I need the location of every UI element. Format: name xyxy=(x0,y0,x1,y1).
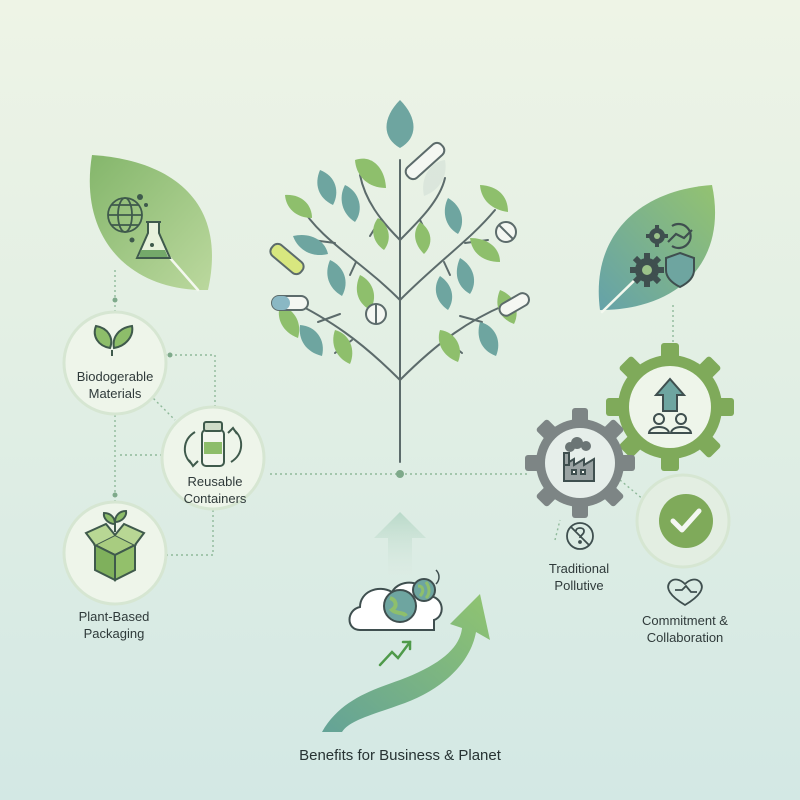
label-line: Pollutive xyxy=(554,578,604,593)
label-line: Materials xyxy=(88,386,142,401)
upload-people-gear-icon xyxy=(606,343,734,471)
label-traditional-pollutive: Traditional Pollutive xyxy=(520,560,638,594)
checkmark-icon xyxy=(635,473,731,569)
left-leaf xyxy=(89,155,212,292)
label-line: Reusable xyxy=(187,474,243,489)
label-line: Plant-Based xyxy=(78,609,150,624)
leaves-icon xyxy=(93,324,134,356)
growth-arrow-icon xyxy=(322,594,490,732)
label-biodegradable-materials: Biodogerable Materials xyxy=(55,368,175,402)
sprout-box-icon xyxy=(84,509,146,582)
label-line: Traditional xyxy=(548,561,610,576)
flask-icon xyxy=(135,221,172,259)
label-reusable-containers: Reusable Containers xyxy=(160,473,270,507)
node-biodegradable xyxy=(62,310,168,416)
label-plant-based-packaging: Plant-Based Packaging xyxy=(48,608,180,642)
dropper-icon xyxy=(269,141,446,276)
no-pollution-icon xyxy=(566,522,594,550)
recycle-jar-icon xyxy=(183,421,243,468)
tree-icon xyxy=(269,100,530,463)
node-plant-packaging xyxy=(62,500,168,606)
junction-dot xyxy=(112,297,118,303)
right-leaf xyxy=(598,185,716,314)
junction-dot xyxy=(112,492,118,498)
heart-handshake-icon xyxy=(667,578,703,607)
capsule-icon xyxy=(271,292,530,317)
label-line: Containers xyxy=(183,491,247,506)
footer-title: Benefits for Business & Planet xyxy=(299,747,501,764)
factory-gear-icon xyxy=(525,408,635,518)
gear-icon xyxy=(630,225,668,287)
label-line: Commitment & xyxy=(642,613,728,628)
up-arrow-icon xyxy=(374,512,426,575)
label-line: Collaboration xyxy=(646,630,724,645)
junction-dot xyxy=(167,352,173,358)
center-junction-dot xyxy=(396,470,404,478)
globe-icon xyxy=(107,197,143,233)
node-reusable-containers xyxy=(160,405,266,511)
pill-icon xyxy=(365,221,517,325)
label-line: Biodogerable xyxy=(76,369,154,384)
cloud-globe-icon xyxy=(348,569,443,631)
label-commitment-collaboration: Commitment & Collaboration xyxy=(615,612,755,646)
shield-icon xyxy=(665,251,695,289)
label-line: Packaging xyxy=(83,626,145,641)
chart-icon xyxy=(667,222,693,250)
